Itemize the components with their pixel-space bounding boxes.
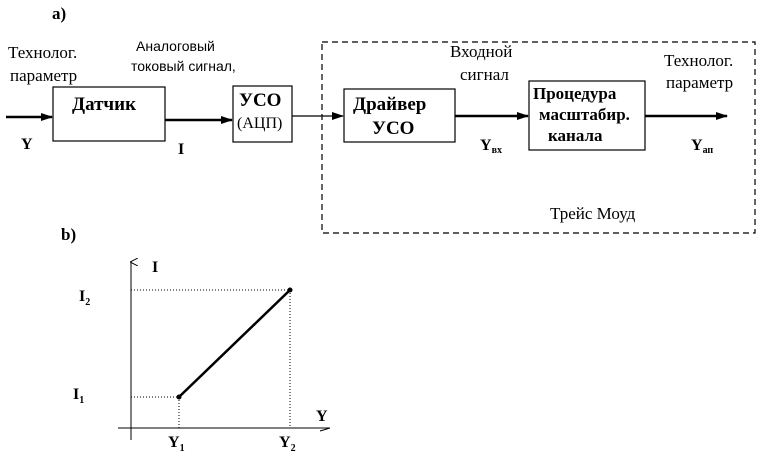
input-param-line2: параметр: [10, 66, 77, 85]
x-axis-tip: [319, 427, 331, 432]
output-param-line2: параметр: [666, 73, 733, 92]
driver-box: [343, 88, 456, 143]
sensor-box: [52, 86, 166, 142]
signal-i-label: I: [178, 141, 184, 158]
uso-adc-box: [232, 85, 293, 143]
point-y1-i1: [176, 394, 182, 400]
procedure-line3: канала: [548, 126, 603, 145]
driver-line1: Драйвер: [353, 94, 426, 115]
signal-y-out-label: Yап: [691, 137, 713, 156]
i2-sub: 2: [85, 297, 90, 308]
analog-signal-line1: Аналоговый: [136, 38, 215, 54]
trace-mode-boundary: [321, 41, 756, 234]
analog-signal-line2: токовый сигнал,: [131, 58, 236, 74]
procedure-box: [528, 80, 646, 151]
signal-y-in-sub: вх: [492, 145, 502, 156]
i1-sub: 1: [79, 395, 84, 406]
input-signal-line1: Входной: [450, 42, 512, 61]
system-label: Трейс Моуд: [550, 204, 636, 223]
procedure-line1: Процедура: [533, 84, 617, 103]
y2-sub: 2: [291, 443, 296, 454]
output-param-line1: Технолог.: [664, 51, 733, 70]
signal-y-in-label: Yвх: [480, 137, 502, 156]
part-b-label: b): [61, 225, 76, 244]
point-y2-i2: [287, 287, 293, 293]
i2-label: I2: [79, 288, 90, 308]
input-signal-line2: сигнал: [460, 65, 509, 84]
axis-i-label: I: [152, 259, 158, 276]
driver-line2: УСО: [372, 118, 414, 139]
uso-label: УСО: [239, 90, 281, 111]
signal-y-out-sub: ап: [703, 145, 714, 156]
i1-label: I1: [73, 386, 84, 406]
y1-sub: 1: [180, 443, 185, 454]
part-a-label: а): [52, 4, 66, 23]
axis-y-label: Y: [316, 408, 328, 425]
adc-label: (АЦП): [237, 115, 282, 132]
procedure-line2: масштабир.: [539, 105, 630, 124]
input-param-line1: Технолог.: [8, 43, 77, 62]
y1-label: Y1: [168, 434, 185, 454]
sensor-label: Датчик: [72, 94, 136, 115]
y2-label: Y2: [279, 434, 296, 454]
signal-y-label: Y: [21, 136, 33, 153]
characteristic-line: [178, 289, 291, 398]
